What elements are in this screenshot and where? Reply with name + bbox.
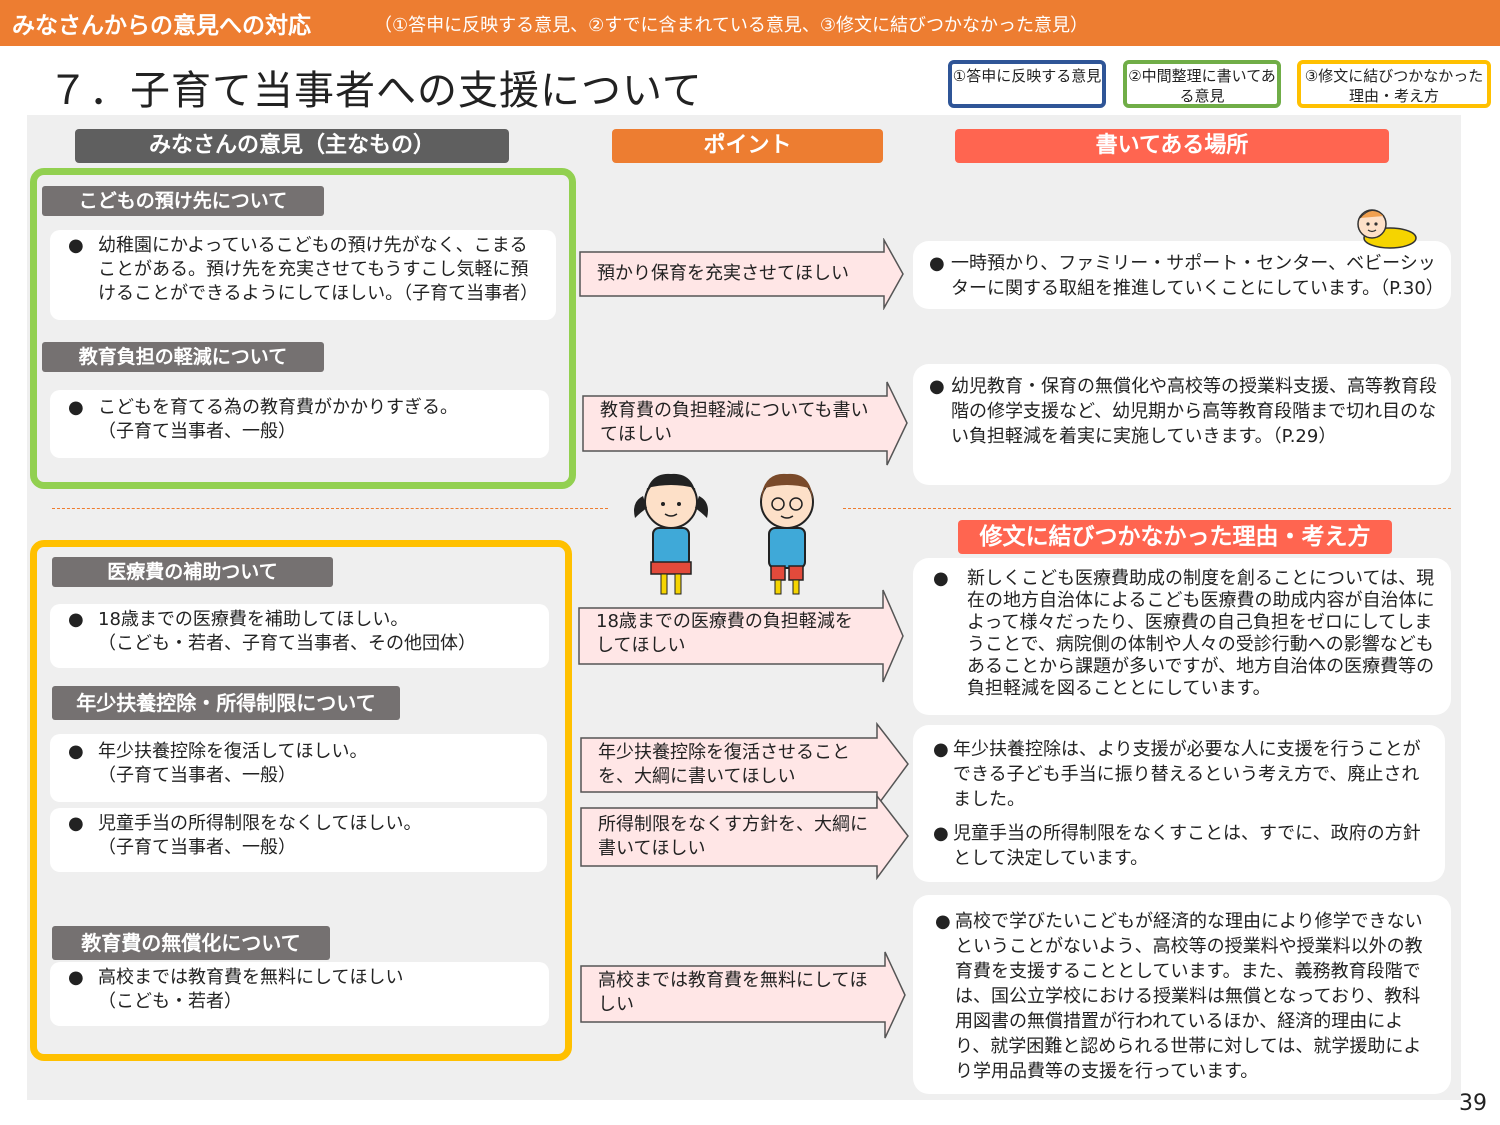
header-subtitle: （①答申に反映する意見、②すでに含まれている意見、③修文に結びつかなかった意見）	[374, 15, 1089, 36]
arrow-shape	[582, 381, 908, 466]
header-bar	[0, 0, 1500, 46]
point-text: 預かり保育を充実させてほしい	[597, 263, 849, 284]
response-card: ● 新しくこども医療費助成の制度を創ることについては、現在の地方自治体によるこど…	[913, 558, 1451, 715]
opinion-text: 18歳までの医療費を補助してほしい。 （こども・若者、子育て当事者、その他団体）	[98, 609, 476, 654]
arrow-shape	[578, 589, 904, 683]
legend-label: ③修文に結びつかなかった理由・考え方	[1304, 67, 1484, 105]
point-arrow: 18歳までの医療費の負担軽減をしてほしい	[578, 588, 905, 684]
arrow-shape	[580, 951, 906, 1039]
opinions-column-header: みなさんの意見（主なもの）	[75, 129, 509, 163]
response-text: 新しくこども医療費助成の制度を創ることについては、現在の地方自治体によるこども医…	[967, 568, 1435, 699]
bullet: ●	[68, 397, 84, 418]
bullet: ●	[935, 911, 951, 932]
bullet: ●	[68, 813, 84, 834]
opinion-card: ● こどもを育てる為の教育費がかかりすぎる。 （子育て当事者、一般）	[50, 390, 549, 458]
opinion-text: 高校までは教育費を無料にしてほしい （こども・若者）	[98, 967, 404, 1012]
children-illustration	[634, 473, 814, 595]
section-divider	[843, 508, 1451, 509]
point-column-header: ポイント	[612, 129, 883, 163]
opinion-card: ● 児童手当の所得制限をなくしてほしい。 （子育て当事者、一般）	[50, 808, 547, 872]
included-opinions-group	[30, 168, 576, 489]
opinion-card: ● 年少扶養控除を復活してほしい。 （子育て当事者、一般）	[50, 734, 547, 802]
not-revised-opinions-group	[30, 540, 572, 1061]
response-text: 年少扶養控除は、より支援が必要な人に支援を行うことができる子ども手当に振り替える…	[953, 739, 1421, 810]
response-card: ● 高校で学びたいこどもが経済的な理由により修学できないということがないよう、高…	[913, 895, 1451, 1094]
location-column-header: 書いてある場所	[955, 129, 1389, 163]
reason-column-header: 修文に結びつかなかった理由・考え方	[958, 520, 1392, 554]
opinion-text: 幼稚園にかよっているこどもの預け先がなく、こまることがある。預け先を充実させても…	[98, 235, 539, 304]
point-arrow: 預かり保育を充実させてほしい	[579, 238, 905, 310]
point-text: 高校までは教育費を無料にしてほしい	[598, 970, 868, 1015]
opinion-card: ● 18歳までの医療費を補助してほしい。 （こども・若者、子育て当事者、その他団…	[50, 604, 549, 668]
header-title: みなさんからの意見への対応	[12, 13, 311, 39]
bullet: ●	[929, 253, 945, 274]
point-arrow: 教育費の負担軽減についても書いてほしい	[582, 380, 909, 467]
arrow-shape	[580, 794, 909, 880]
bullet: ●	[68, 741, 84, 762]
page-title: ７．子育て当事者への支援について	[48, 68, 703, 114]
bullet: ●	[929, 376, 945, 397]
response-card: ● 一時預かり、ファミリー・サポート・センター、ベビーシッターに関する取組を推進…	[913, 241, 1451, 309]
arrow-shape	[579, 238, 904, 310]
opinion-card: ● 高校までは教育費を無料にしてほしい （こども・若者）	[50, 962, 549, 1026]
baby-illustration	[1357, 209, 1417, 249]
point-text: 年少扶養控除を復活させることを、大綱に書いてほしい	[598, 742, 850, 787]
bullet: ●	[933, 823, 949, 844]
response-text: 児童手当の所得制限をなくすことは、すでに、政府の方針として決定しています。	[953, 823, 1421, 869]
response-card: ● 年少扶養控除は、より支援が必要な人に支援を行うことができる子ども手当に振り替…	[913, 725, 1445, 882]
point-text: 18歳までの医療費の負担軽減をしてほしい	[596, 611, 853, 656]
response-text: 幼児教育・保育の無償化や高校等の授業料支援、高等教育段階の修学支援など、幼児期か…	[951, 376, 1437, 447]
category-label: 教育負担の軽減について	[42, 342, 324, 372]
arrow-shape	[580, 722, 909, 808]
category-label: 年少扶養控除・所得制限について	[52, 686, 400, 720]
category-label: こどもの預け先について	[42, 186, 324, 216]
category-label: 教育費の無償化について	[52, 926, 330, 960]
legend-item-not-revised: ③修文に結びつかなかった理由・考え方	[1297, 60, 1491, 108]
legend-item-reflected: ①答申に反映する意見	[948, 60, 1106, 108]
bullet: ●	[68, 235, 84, 256]
bullet: ●	[68, 967, 84, 988]
section-divider	[52, 508, 608, 509]
point-text: 教育費の負担軽減についても書いてほしい	[600, 400, 869, 445]
category-label: 医療費の補助ついて	[52, 557, 333, 587]
legend-item-included: ②中間整理に書いてある意見	[1123, 60, 1281, 108]
legend-label: ②中間整理に書いてある意見	[1128, 67, 1276, 105]
point-arrow: 年少扶養控除を復活させることを、大綱に書いてほしい	[580, 722, 910, 808]
opinion-text: 児童手当の所得制限をなくしてほしい。 （子育て当事者、一般）	[98, 813, 422, 858]
bullet: ●	[933, 568, 949, 589]
point-arrow: 所得制限をなくす方針を、大綱に書いてほしい	[580, 794, 910, 880]
point-arrow: 高校までは教育費を無料にしてほしい	[580, 950, 907, 1040]
bullet: ●	[933, 739, 949, 760]
opinion-text: 年少扶養控除を復活してほしい。 （子育て当事者、一般）	[98, 741, 368, 786]
bullet: ●	[68, 609, 84, 630]
point-text: 所得制限をなくす方針を、大綱に書いてほしい	[598, 814, 868, 859]
response-text: 一時預かり、ファミリー・サポート・センター、ベビーシッターに関する取組を推進して…	[951, 253, 1444, 299]
opinion-card: ● 幼稚園にかよっているこどもの預け先がなく、こまることがある。預け先を充実させ…	[50, 230, 556, 320]
legend-label: ①答申に反映する意見	[952, 67, 1102, 85]
opinion-text: こどもを育てる為の教育費がかかりすぎる。 （子育て当事者、一般）	[98, 397, 458, 442]
response-text: 高校で学びたいこどもが経済的な理由により修学できないということがないよう、高校等…	[955, 911, 1423, 1082]
response-card: ● 幼児教育・保育の無償化や高校等の授業料支援、高等教育段階の修学支援など、幼児…	[913, 364, 1451, 485]
page-number: 39	[1459, 1091, 1487, 1116]
